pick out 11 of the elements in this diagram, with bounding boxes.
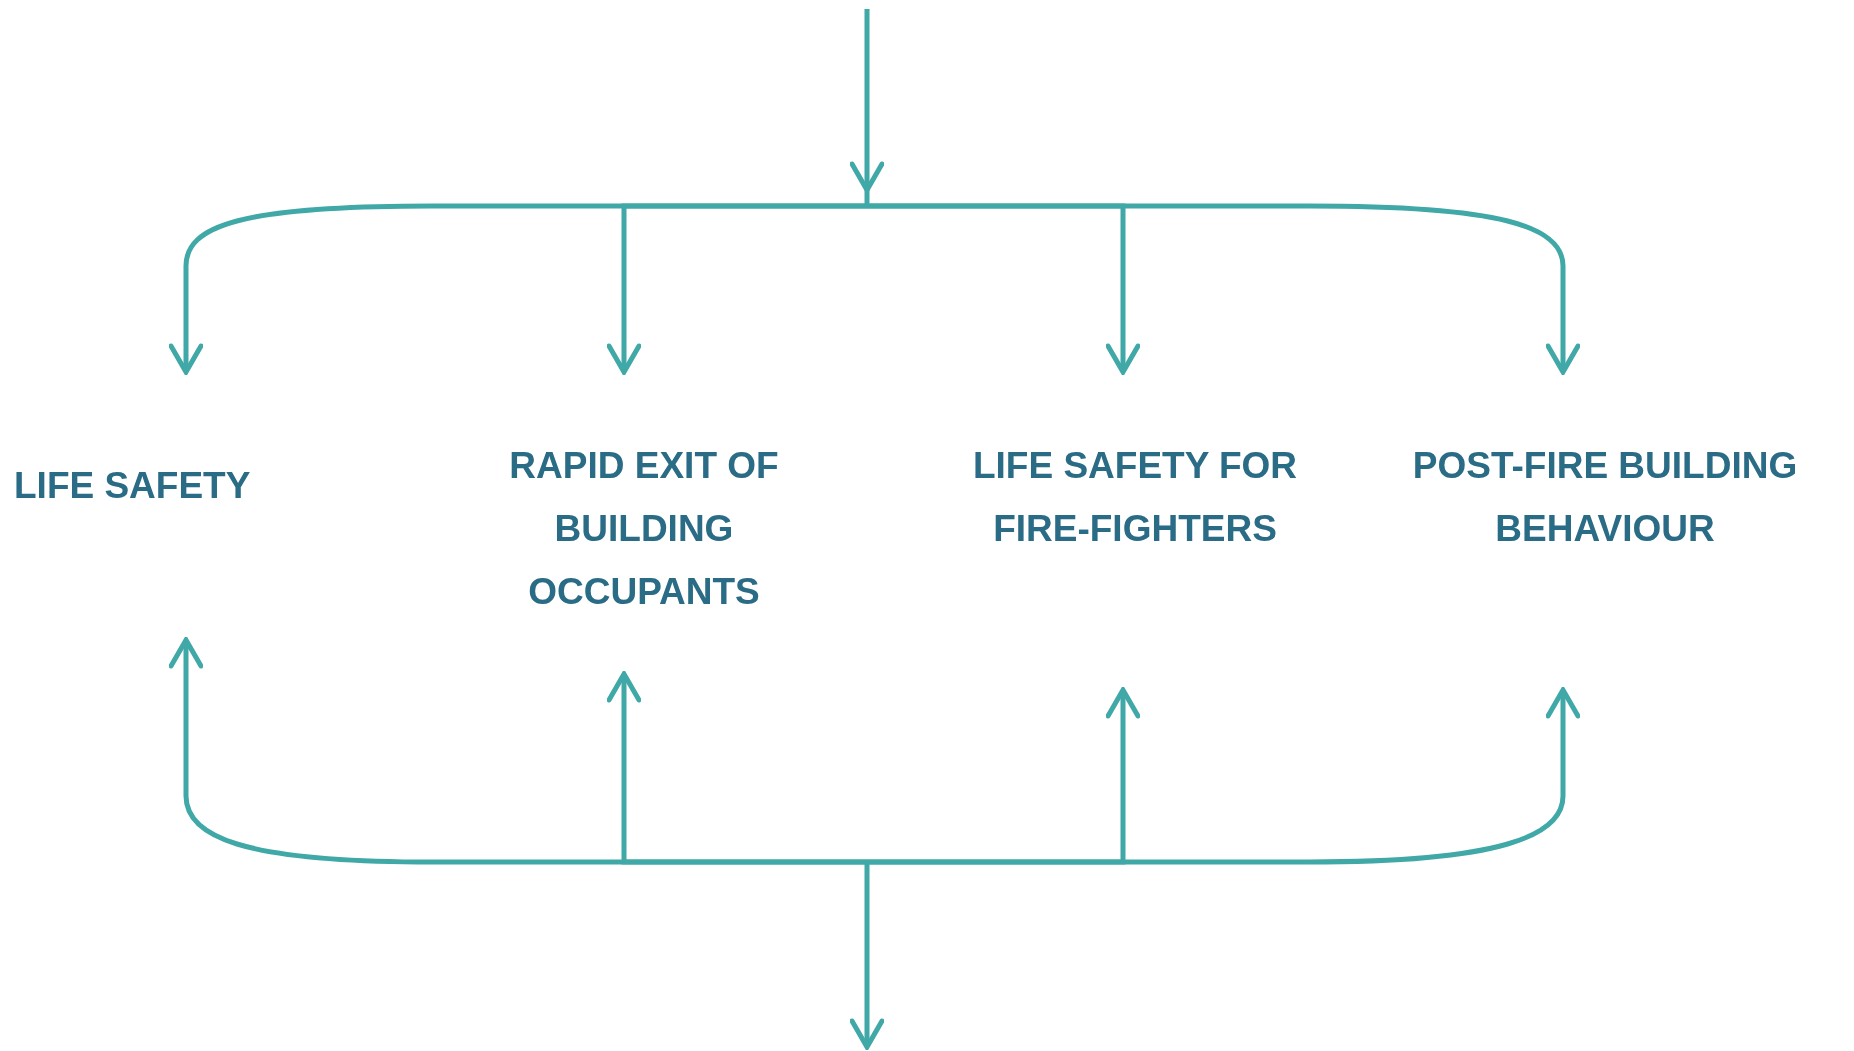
heading-text: LIFE SAFETY (14, 464, 252, 508)
arrow (867, 687, 1581, 865)
heading-text: RAPID EXIT OF BUILDING OCCUPANTS (508, 444, 780, 614)
arrow (867, 203, 1581, 375)
heading-text: POST-FIRE BUILDING BEHAVIOUR (1411, 444, 1799, 551)
heading-text: LIFE SAFETY FOR FIRE-FIGHTERS (971, 444, 1299, 551)
arrow (849, 9, 885, 193)
arrow (849, 862, 885, 1050)
arrow (606, 203, 867, 375)
arrow (606, 671, 867, 865)
connector-line (864, 188, 870, 206)
